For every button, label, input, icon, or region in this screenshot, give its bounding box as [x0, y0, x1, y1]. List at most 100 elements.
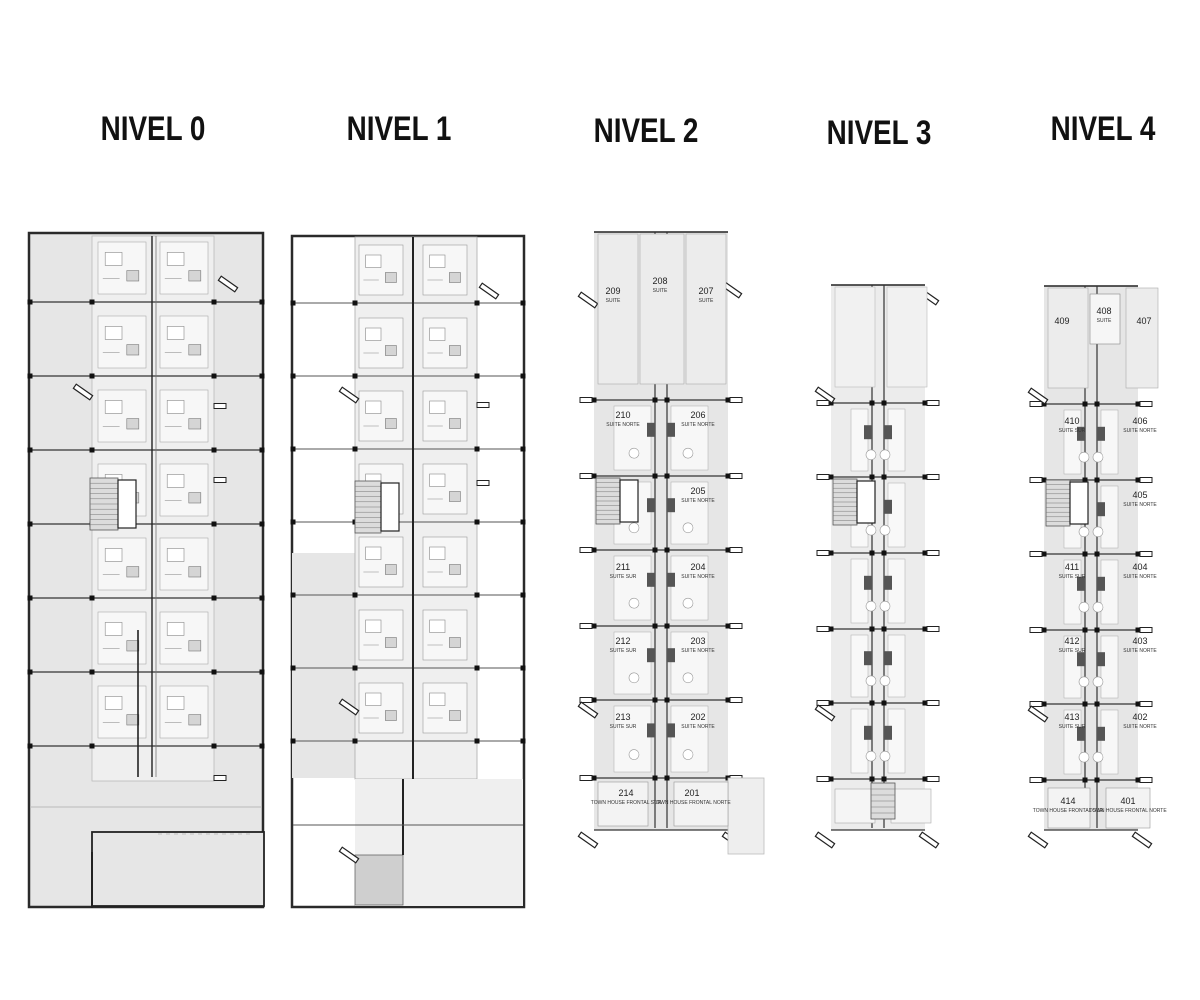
unit — [613, 555, 652, 621]
fixture — [449, 710, 461, 721]
unit — [886, 286, 928, 388]
edge-pile — [577, 701, 599, 719]
edge-pile — [217, 275, 239, 293]
unit — [613, 705, 652, 773]
bed-fixture — [166, 252, 185, 266]
bed-fixture — [429, 692, 446, 706]
bed-fixture — [166, 548, 185, 562]
column — [89, 669, 95, 675]
unit — [1089, 293, 1121, 345]
room-number: 204 — [690, 562, 705, 572]
edge-tab — [926, 776, 940, 782]
edge-tab — [579, 775, 593, 781]
column — [211, 447, 217, 453]
ramp — [354, 854, 404, 906]
room-number: 408 — [1096, 306, 1111, 316]
edge-tab — [816, 550, 830, 556]
fixture-round — [682, 522, 694, 534]
column — [1094, 477, 1100, 483]
unit — [358, 244, 404, 296]
fixture-round — [1078, 526, 1090, 538]
column — [1041, 477, 1047, 483]
unit — [887, 408, 906, 472]
bed-fixture — [429, 400, 446, 414]
column — [1082, 627, 1088, 633]
column — [290, 738, 296, 744]
edge-pile — [478, 282, 500, 300]
fixture — [188, 640, 202, 652]
unit — [1100, 709, 1119, 775]
column — [290, 300, 296, 306]
room-number: 203 — [690, 636, 705, 646]
bath-core — [1097, 652, 1105, 667]
column — [828, 474, 834, 480]
edge-tab — [729, 547, 743, 553]
column — [211, 743, 217, 749]
unit — [850, 408, 869, 472]
column — [922, 474, 928, 480]
fixture-round — [682, 597, 694, 609]
column — [27, 299, 33, 305]
unit — [670, 631, 709, 695]
edge-pile — [338, 386, 360, 404]
column — [520, 519, 526, 525]
room-type: SUITE NORTE — [1123, 574, 1157, 580]
column — [89, 595, 95, 601]
fixture — [385, 345, 397, 356]
bed-fixture — [365, 400, 382, 414]
column — [27, 743, 33, 749]
edge-pile-body — [338, 386, 360, 404]
column — [591, 473, 597, 479]
column — [922, 550, 928, 556]
room-number: 412 — [1064, 636, 1079, 646]
edge-pile-body — [1131, 831, 1153, 849]
room-number: 404 — [1132, 562, 1147, 572]
unit — [670, 481, 709, 545]
edge-tab — [816, 626, 830, 632]
column — [1135, 551, 1141, 557]
unit — [834, 286, 876, 388]
room-type: SUITE SUR — [1059, 428, 1086, 434]
fixture-round — [682, 749, 694, 760]
column — [89, 299, 95, 305]
column — [352, 446, 358, 452]
fixture — [449, 564, 461, 575]
bed-fixture — [166, 326, 185, 340]
fixture-round — [865, 449, 877, 461]
unit — [1047, 287, 1089, 389]
room-type: SUITE — [606, 298, 621, 304]
bath-core — [884, 425, 892, 440]
room-number: 403 — [1132, 636, 1147, 646]
fixture-round — [1078, 601, 1090, 613]
edge-tab — [579, 547, 593, 553]
column — [520, 446, 526, 452]
unit — [159, 537, 209, 591]
edge-pile-body — [338, 698, 360, 716]
column — [27, 373, 33, 379]
bath-core — [667, 422, 675, 437]
fixture — [449, 637, 461, 648]
column — [1135, 477, 1141, 483]
townhouse — [1105, 787, 1151, 829]
edge-tab — [926, 474, 940, 480]
edge-tab — [1139, 777, 1153, 783]
fixture — [449, 272, 461, 283]
unit — [685, 233, 727, 385]
level-title-4: NIVEL 4 — [1050, 110, 1156, 148]
edge-pile — [1027, 387, 1049, 405]
room-type: SUITE SUR — [610, 648, 637, 654]
room-type: SUITE NORTE — [681, 422, 715, 428]
room-number: 406 — [1132, 416, 1147, 426]
shaded-area — [292, 553, 356, 778]
edge-pile-body — [814, 386, 836, 404]
column — [290, 519, 296, 525]
unit — [97, 315, 147, 369]
edge-tab — [729, 623, 743, 629]
edge-pile-body — [1027, 705, 1049, 723]
column — [520, 738, 526, 744]
column — [591, 697, 597, 703]
level-title-0: NIVEL 0 — [100, 110, 206, 148]
level-title-1: NIVEL 1 — [346, 110, 452, 148]
bath-core — [1077, 576, 1085, 591]
